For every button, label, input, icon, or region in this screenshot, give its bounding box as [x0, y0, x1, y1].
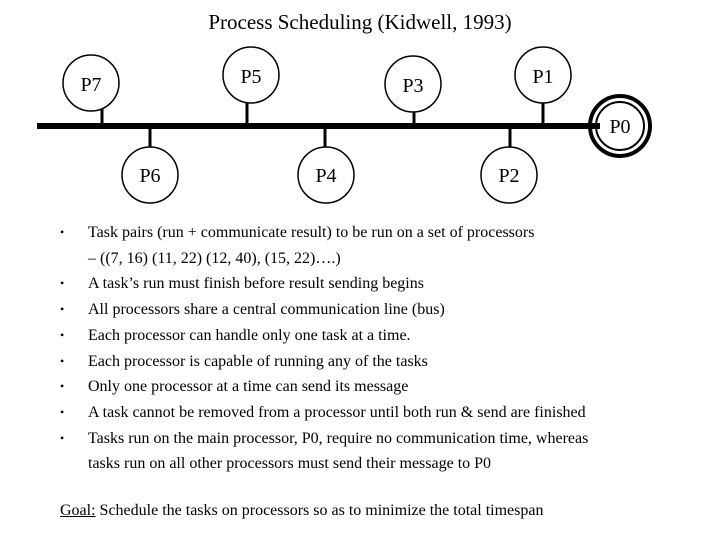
label-p4: P4 — [315, 165, 336, 187]
bullet-text: Tasks run on the main processor, P0, req… — [88, 429, 589, 447]
label-p5: P5 — [240, 66, 261, 88]
goal-label: Goal: — [60, 502, 96, 519]
bullet-marker: • — [60, 225, 65, 239]
sub-bullet-item: – ((7, 16) (11, 22) (12, 40), (15, 22)….… — [60, 246, 700, 272]
bullet-text: Each processor can handle only one task … — [88, 326, 411, 344]
slide-title: Process Scheduling (Kidwell, 1993) — [208, 10, 512, 34]
goal-text: Schedule the tasks on processors so as t… — [95, 502, 544, 519]
bullet-text: Task pairs (run + communicate result) to… — [88, 224, 535, 241]
node-p7 — [62, 54, 120, 112]
bullet-item: • Tasks run on the main processor, P0, r… — [60, 426, 700, 452]
bullet-marker: • — [60, 379, 65, 394]
bullet-item: • Only one processor at a time can send … — [60, 374, 700, 400]
bullet-marker: • — [60, 302, 65, 317]
bullet-item: • Task pairs (run + communicate result) … — [60, 220, 700, 246]
bullet-text: tasks run on all other processors must s… — [88, 455, 492, 473]
node-p6 — [121, 146, 179, 204]
bullet-marker: • — [60, 430, 65, 445]
node-p5 — [222, 46, 280, 104]
node-p2 — [480, 146, 538, 204]
bullet-marker: • — [60, 353, 65, 368]
bullet-marker: • — [60, 327, 65, 342]
sub-bullet-text: – ((7, 16) (11, 22) (12, 40), (15, 22)….… — [88, 249, 341, 267]
goal-statement: Goal: Schedule the tasks on processors s… — [60, 502, 543, 520]
bullet-text: Only one processor at a time can send it… — [88, 378, 409, 396]
bullet-text: Each processor is capable of running any… — [88, 352, 428, 370]
node-p3 — [384, 55, 442, 113]
label-p0: P0 — [609, 116, 630, 138]
label-p3: P3 — [402, 75, 423, 97]
bullet-item: • A task cannot be removed from a proces… — [60, 400, 700, 426]
bullet-continuation: tasks run on all other processors must s… — [60, 451, 700, 477]
node-p4 — [297, 146, 355, 204]
bullet-item: • Each processor is capable of running a… — [60, 349, 700, 375]
bullet-marker: • — [60, 404, 65, 419]
bullet-text: A task cannot be removed from a processo… — [88, 403, 586, 421]
bullet-text: A task’s run must finish before result s… — [88, 275, 424, 293]
node-p1 — [514, 46, 572, 104]
bullet-item: • A task’s run must finish before result… — [60, 271, 700, 297]
bullet-item: • All processors share a central communi… — [60, 297, 700, 323]
label-p1: P1 — [532, 66, 553, 88]
bullet-list: • Task pairs (run + communicate result) … — [60, 220, 700, 477]
label-p7: P7 — [80, 74, 101, 96]
label-p2: P2 — [498, 165, 519, 187]
label-p6: P6 — [139, 165, 160, 187]
bullet-item: • Each processor can handle only one tas… — [60, 323, 700, 349]
bus-diagram: P7 P5 P3 P1 P0 P6 P4 P2 — [37, 46, 652, 204]
bullet-text: All processors share a central communica… — [88, 301, 445, 319]
bullet-marker: • — [60, 276, 65, 291]
